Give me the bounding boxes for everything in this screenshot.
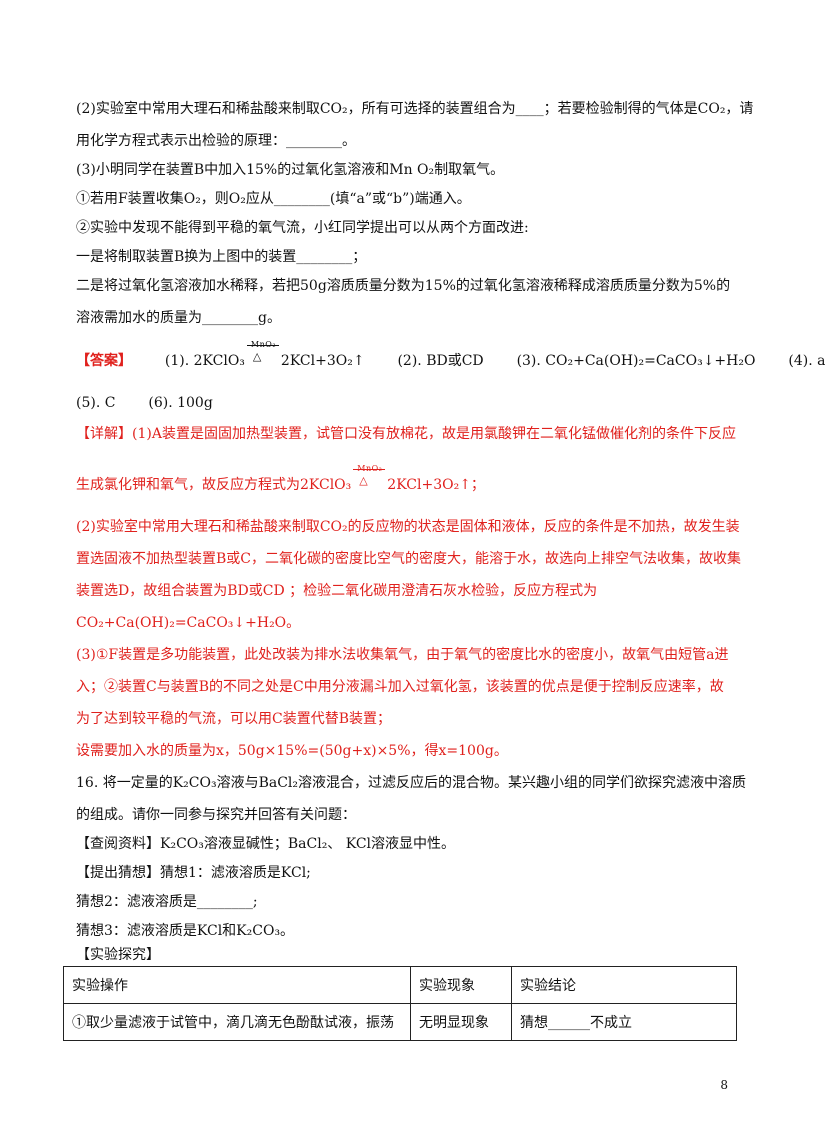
question-line: 一是将制取装置B换为上图中的装置________； — [76, 249, 367, 265]
q16-line: 的组成。请你一同参与探究并回答有关问题： — [76, 807, 356, 823]
detail-line: (3)①F装置是多功能装置，此处改装为排水法收集氧气，由于氧气的密度比水的密度小… — [76, 647, 729, 663]
question-line: 二是将过氧化氢溶液加水稀释，若把50g溶质质量分数为15%的过氧化氢溶液稀释成溶… — [76, 278, 731, 294]
table-row: ①取少量滤液于试管中，滴几滴无色酚酞试液，振荡 无明显现象 猜想______不成… — [63, 1003, 737, 1041]
detail-equation: 生成氯化钾和氧气，故反应方程式为2KClO₃ — [76, 477, 352, 493]
question-line: 用化学方程式表示出检验的原理：________。 — [76, 133, 356, 149]
q16-line: 猜想3：滤液溶质是KCl和K₂CO₃。 — [76, 923, 295, 939]
detail-line: 装置选D，故组合装置为BD或CD ；检验二氧化碳用澄清石灰水检验，反应方程式为 — [76, 583, 598, 599]
q16-line: 【查阅资料】K₂CO₃溶液显碱性；BaCl₂、 KCl溶液显中性。 — [76, 836, 456, 852]
reaction-condition: MnO₂△ — [353, 464, 386, 495]
answer-label: 【答案】 — [76, 353, 132, 369]
table-header-row: 实验操作 实验现象 实验结论 — [63, 966, 737, 1004]
detail-line: CO₂+Ca(OH)₂=CaCO₃↓+H₂O。 — [76, 615, 301, 631]
q16-line: 猜想2：滤液溶质是________; — [76, 894, 258, 910]
detail-equation-products: 2KCl+3O₂↑； — [387, 477, 485, 493]
table-header: 实验现象 — [410, 966, 512, 1004]
question-line: ②实验中发现不能得到平稳的氧气流，小红同学提出可以从两个方面改进: — [76, 220, 529, 236]
table-header: 实验操作 — [63, 966, 411, 1004]
table-cell: ①取少量滤液于试管中，滴几滴无色酚酞试液，振荡 — [63, 1003, 411, 1041]
question-line: ①若用F装置收集O₂，则O₂应从________(填“a”或“b”)端通入。 — [76, 191, 471, 207]
question-line: 溶液需加水的质量为________g。 — [76, 310, 281, 326]
answer-3: (3). CO₂+Ca(OH)₂=CaCO₃↓+H₂O — [516, 353, 756, 369]
detail-line: 【详解】(1)A装置是固固加热型装置，试管口没有放棉花，故是用氯酸钾在二氧化锰做… — [76, 426, 736, 442]
answer-5: (5). C — [76, 395, 116, 411]
answer-4: (4). a — [788, 353, 825, 369]
answer-2: (2). BD或CD — [397, 353, 484, 369]
answer-line: (5). C (6). 100g — [76, 393, 740, 413]
question-line: (2)实验室中常用大理石和稀盐酸来制取CO₂，所有可选择的装置组合为____；若… — [76, 101, 754, 117]
reaction-condition: MnO₂△ — [246, 340, 279, 371]
detail-line: 设需要加入水的质量为x，50g×15%=(50g+x)×5%，得x=100g。 — [76, 743, 508, 759]
detail-line: (2)实验室中常用大理石和稀盐酸来制取CO₂的反应物的状态是固体和液体，反应的条… — [76, 519, 740, 535]
answer-6: (6). 100g — [148, 395, 213, 411]
q16-line: 【实验探究】 — [76, 947, 160, 963]
page-number: 8 — [720, 1078, 728, 1092]
experiment-table: 实验操作 实验现象 实验结论 ①取少量滤液于试管中，滴几滴无色酚酞试液，振荡 无… — [63, 966, 737, 1041]
answer-1: (1). 2KClO₃ — [164, 353, 245, 369]
detail-line: 入；②装置C与装置B的不同之处是C中用分液漏斗加入过氧化氢，该装置的优点是便于控… — [76, 679, 724, 695]
table-cell: 猜想______不成立 — [511, 1003, 737, 1041]
q16-line: 【提出猜想】猜想1：滤液溶质是KCl; — [76, 865, 311, 881]
detail-line: 为了达到较平稳的气流，可以用C装置代替B装置； — [76, 711, 391, 727]
answer-1-products: 2KCl+3O₂↑ — [280, 353, 365, 369]
table-cell: 无明显现象 — [410, 1003, 512, 1041]
q16-line: 16. 将一定量的K₂CO₃溶液与BaCl₂溶液混合，过滤反应后的混合物。某兴趣… — [76, 775, 747, 791]
question-line: (3)小明同学在装置B中加入15%的过氧化氢溶液和Mn O₂制取氧气。 — [76, 162, 505, 178]
detail-line: 置选固液不加热型装置B或C，二氧化碳的密度比空气的密度大，能溶于水，故选向上排空… — [76, 551, 741, 567]
table-header: 实验结论 — [511, 966, 737, 1004]
